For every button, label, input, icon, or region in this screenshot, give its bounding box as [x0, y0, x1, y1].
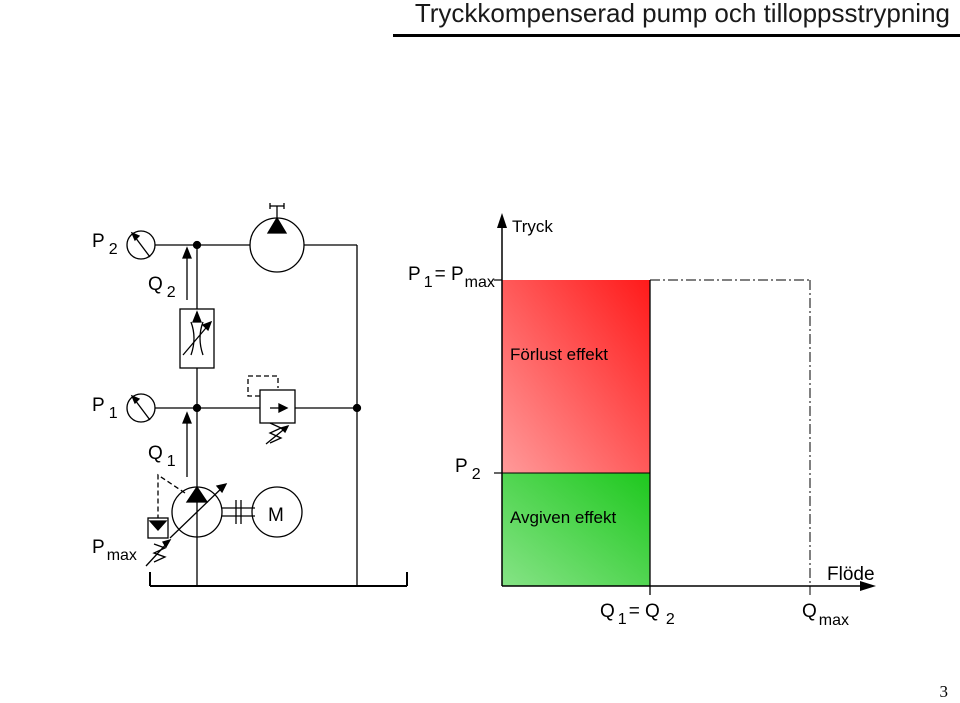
pilot-line [157, 473, 186, 518]
output-power-area [502, 473, 650, 586]
electric-motor-icon [251, 486, 303, 538]
gauge-p2-icon [126, 230, 156, 260]
shaft-coupling-icon [222, 500, 255, 524]
page-number: 3 [939, 682, 949, 701]
relief-valve-icon [247, 375, 296, 445]
page-title: Tryckkompenserad pump och tilloppsstrypn… [414, 0, 950, 28]
loss-power-label: Förlust effekt [510, 345, 608, 364]
loss-power-area [502, 280, 650, 473]
motor-label: M [268, 505, 284, 526]
x-axis-label: Flöde [827, 564, 875, 585]
hydraulic-circuit [126, 203, 408, 587]
x-axis-arrow-icon [860, 581, 876, 591]
y-axis-label: Tryck [512, 217, 553, 236]
flow-arrow-q2-icon [182, 246, 192, 300]
gauge-p1-icon [126, 393, 156, 423]
pressure-compensator-icon [145, 517, 172, 567]
output-power-label: Avgiven effekt [510, 508, 616, 527]
variable-pump-icon [169, 483, 228, 539]
hydraulic-motor-icon [249, 203, 305, 273]
power-graph [494, 213, 876, 595]
y-axis-arrow-icon [497, 213, 507, 228]
flow-arrow-q1-icon [182, 411, 192, 477]
junction-dot [192, 403, 202, 413]
junction-dot [192, 240, 202, 250]
title-rule [393, 34, 960, 37]
junction-dot [352, 403, 362, 413]
throttle-valve-icon [179, 308, 215, 369]
tank-line [149, 572, 408, 587]
